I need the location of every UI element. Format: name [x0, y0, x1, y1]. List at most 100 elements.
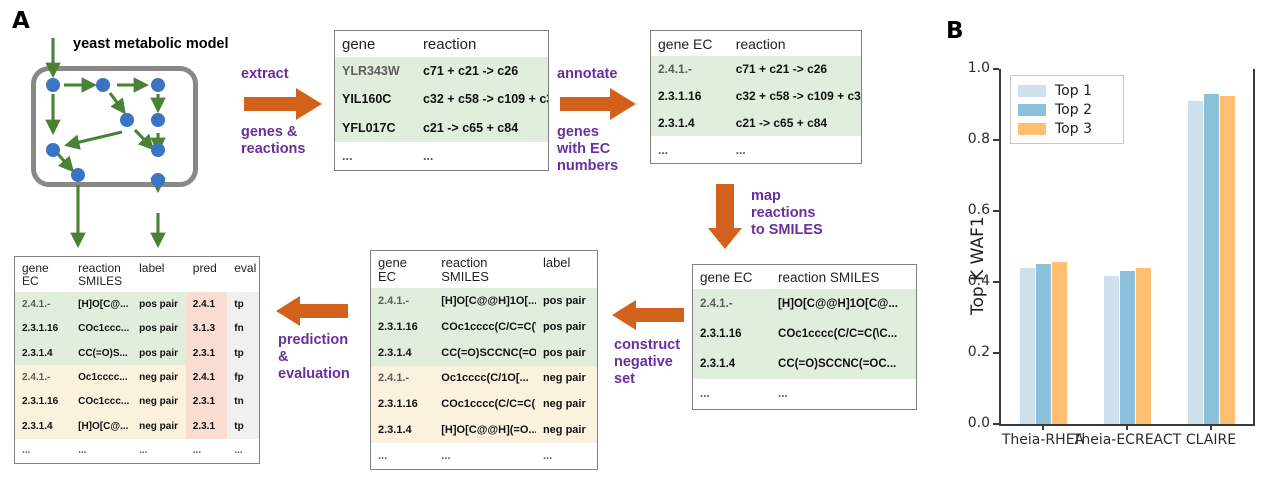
- bar-top-3: [1051, 261, 1067, 424]
- table-cell: 2.4.1.-: [15, 365, 72, 390]
- table-cell: fn: [227, 316, 259, 341]
- legend-item: Top 3: [1018, 119, 1115, 138]
- arrow-right-extract: [244, 88, 322, 120]
- table-cell: ...: [651, 136, 729, 163]
- col-header-reaction: reaction: [415, 31, 548, 57]
- bar-top-2: [1203, 94, 1219, 424]
- table-cell: [H]O[C@...: [71, 414, 133, 439]
- x-tick-label: CLAIRE: [1185, 432, 1237, 448]
- step-annotate-label-bottom: genes with EC numbers: [557, 124, 619, 174]
- col-header-reaction-smiles: reaction SMILES: [71, 257, 133, 292]
- table-cell: 2.3.1.16: [15, 316, 72, 341]
- table-row: 2.4.1.-[H]O[C@@H]1O[...pos pair: [371, 288, 597, 314]
- bar-top-1: [1019, 267, 1035, 424]
- y-tick-label: 0.2: [967, 344, 990, 360]
- table-labeled-pairs: gene EC reaction SMILES label 2.4.1.-[H]…: [370, 250, 598, 470]
- table-header: gene EC reaction SMILES label: [371, 251, 597, 288]
- table-cell: c21 -> c65 + c84: [415, 113, 548, 142]
- table-header: gene EC reaction SMILES label pred eval: [15, 257, 259, 292]
- legend-label: Top 2: [1055, 101, 1092, 118]
- y-tick-label: 0.6: [967, 202, 990, 218]
- table-row: .........: [371, 443, 597, 469]
- table-row: 2.4.1.-[H]O[C@@H]1O[C@...: [693, 289, 916, 319]
- y-tick-mark: [993, 352, 999, 354]
- table-cell: ...: [185, 438, 228, 463]
- table-cell: neg pair: [535, 417, 597, 444]
- table-cell: 2.4.1.-: [693, 289, 772, 319]
- arrow-right-annotate: [560, 88, 636, 120]
- table-cell: c32 + c58 -> c109 + c37: [728, 82, 861, 110]
- col-header-gene-ec: gene EC: [371, 251, 435, 288]
- y-axis-label: Top K WAF1: [968, 216, 988, 315]
- table-cell: 2.3.1.4: [15, 340, 72, 366]
- step-construct-label: construct negative set: [614, 337, 681, 387]
- table-cell: neg pair: [132, 389, 186, 415]
- table-row: 2.4.1.-Oc1cccc(C/1O[...neg pair: [371, 365, 597, 392]
- table-cell: neg pair: [535, 391, 597, 418]
- table-cell: 2.3.1.16: [693, 319, 772, 349]
- table-cell: fp: [227, 365, 259, 390]
- x-tick-label: Theia-ECREACT: [1072, 432, 1182, 448]
- arrow-left-prediction: [276, 296, 348, 326]
- col-header-label: label: [132, 257, 186, 292]
- bar-top-1: [1187, 100, 1203, 424]
- table-cell: pos pair: [535, 339, 597, 366]
- table-cell: 2.3.1.16: [15, 389, 72, 415]
- step-prediction-label: prediction & evaluation: [278, 332, 350, 382]
- table-ec-reaction: gene EC reaction 2.4.1.-c71 + c21 -> c26…: [650, 30, 862, 164]
- table-cell: 2.3.1.4: [15, 414, 72, 439]
- metabolite-node: [151, 173, 165, 187]
- plot-right-spine: [1253, 69, 1255, 425]
- table-ec-reaction-grid: gene EC reaction 2.4.1.-c71 + c21 -> c26…: [651, 31, 861, 163]
- metabolite-node: [151, 78, 165, 92]
- table-header: gene EC reaction SMILES: [693, 265, 916, 289]
- arrow-left-construct: [612, 300, 684, 330]
- table-cell: 2.3.1: [185, 389, 228, 415]
- table-cell: neg pair: [132, 365, 186, 390]
- table-cell: ...: [71, 438, 133, 463]
- table-header: gene reaction: [335, 31, 548, 57]
- table-cell: ...: [132, 438, 186, 463]
- table-row: 2.3.1.4[H]O[C@@H](=O...neg pair: [371, 417, 597, 444]
- col-header-gene-ec: gene EC: [693, 265, 772, 289]
- header-row: gene EC reaction: [651, 31, 861, 56]
- table-cell: COc1cccc(C/C=C(\C...: [771, 319, 916, 349]
- bar-top-1: [1103, 275, 1119, 424]
- table-cell: COc1ccc...: [71, 316, 133, 341]
- legend-item: Top 2: [1018, 100, 1115, 119]
- table-cell: c71 + c21 -> c26: [728, 56, 861, 83]
- col-header-gene: gene: [335, 31, 416, 57]
- table-cell: ...: [535, 443, 597, 469]
- table-evaluation-grid: gene EC reaction SMILES label pred eval …: [15, 257, 259, 463]
- table-cell: c21 -> c65 + c84: [728, 109, 861, 137]
- table-cell: 2.3.1: [185, 414, 228, 439]
- table-evaluation: gene EC reaction SMILES label pred eval …: [14, 256, 260, 464]
- y-tick-mark: [993, 139, 999, 141]
- table-cell: 2.4.1.-: [371, 365, 435, 392]
- y-tick-mark: [993, 210, 999, 212]
- table-cell: [H]O[C@@H]1O[C@...: [771, 289, 916, 319]
- x-tick-mark: [1126, 425, 1128, 430]
- step-annotate-label-top: annotate: [557, 66, 618, 82]
- table-cell: 2.3.1: [185, 340, 228, 366]
- table-cell: c71 + c21 -> c26: [415, 57, 548, 86]
- table-cell: [H]O[C@@H]1O[...: [434, 288, 536, 314]
- table-row: ......: [335, 141, 548, 170]
- y-tick-label: 0.4: [967, 273, 990, 289]
- table-cell: 2.4.1.-: [651, 56, 729, 83]
- table-cell: Oc1cccc...: [71, 365, 133, 390]
- x-axis-line: [999, 424, 1255, 426]
- step-extract-label-top: extract: [241, 66, 289, 82]
- col-header-eval: eval: [227, 257, 259, 292]
